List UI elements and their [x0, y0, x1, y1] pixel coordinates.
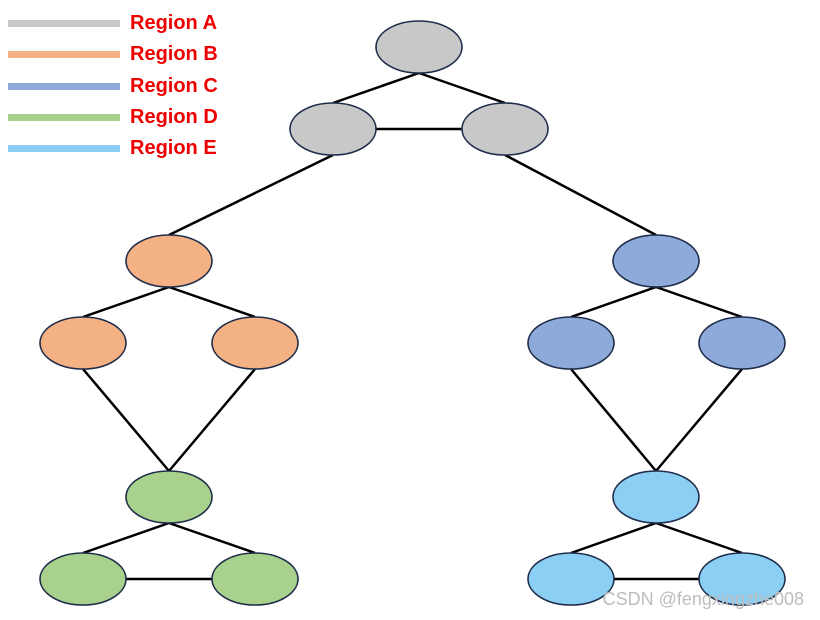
- node-e3: [698, 552, 786, 606]
- edge-e1-e2: [570, 521, 657, 555]
- edges-layer: [82, 71, 743, 581]
- node-d3: [211, 552, 299, 606]
- legend-label-region-e: Region E: [130, 137, 217, 160]
- edge-b1-b3: [168, 285, 256, 319]
- edge-a1-a2: [332, 71, 420, 105]
- legend-swatch-region-d: [8, 114, 120, 122]
- node-e1: [612, 470, 700, 524]
- edge-a2-b1: [168, 153, 334, 237]
- edge-a3-c1: [504, 153, 657, 237]
- legend-swatch-region-c: [8, 82, 120, 90]
- edge-c1-c3: [655, 285, 743, 319]
- legend-item-region-d: Region D: [8, 102, 218, 133]
- edge-b3-d1: [168, 368, 256, 472]
- node-a3: [461, 102, 549, 156]
- legend-item-region-a: Region A: [8, 8, 218, 39]
- watermark: CSDN @fengxingzhe008: [602, 589, 804, 609]
- edge-c3-e1: [655, 368, 743, 472]
- edge-b2-d1: [82, 368, 170, 472]
- nodes-layer: [39, 20, 786, 606]
- edge-a1-a3: [418, 71, 506, 105]
- edge-c2-e1: [570, 368, 657, 472]
- edge-d1-d3: [168, 521, 256, 555]
- node-d1: [125, 470, 213, 524]
- edge-c1-c2: [570, 285, 657, 319]
- node-a2: [289, 102, 377, 156]
- node-c3: [698, 316, 786, 370]
- node-c1: [612, 234, 700, 288]
- node-b3: [211, 316, 299, 370]
- node-c2: [527, 316, 615, 370]
- node-b1: [125, 234, 213, 288]
- node-a1: [375, 20, 463, 74]
- node-d2: [39, 552, 127, 606]
- legend-label-region-a: Region A: [130, 12, 218, 35]
- edge-e1-e3: [655, 521, 743, 555]
- legend-item-region-c: Region C: [8, 71, 218, 102]
- node-e2: [527, 552, 615, 606]
- edge-d1-d2: [82, 521, 170, 555]
- legend: Region A Region B Region C Region D Regi…: [8, 8, 218, 164]
- legend-item-region-e: Region E: [8, 133, 218, 164]
- edge-b1-b2: [82, 285, 170, 319]
- legend-label-region-c: Region C: [130, 74, 218, 97]
- legend-label-region-b: Region B: [130, 43, 218, 66]
- legend-swatch-region-a: [8, 20, 120, 28]
- legend-swatch-region-b: [8, 51, 120, 59]
- legend-label-region-d: Region D: [130, 106, 218, 129]
- node-b2: [39, 316, 127, 370]
- legend-swatch-region-e: [8, 145, 120, 153]
- legend-item-region-b: Region B: [8, 39, 218, 70]
